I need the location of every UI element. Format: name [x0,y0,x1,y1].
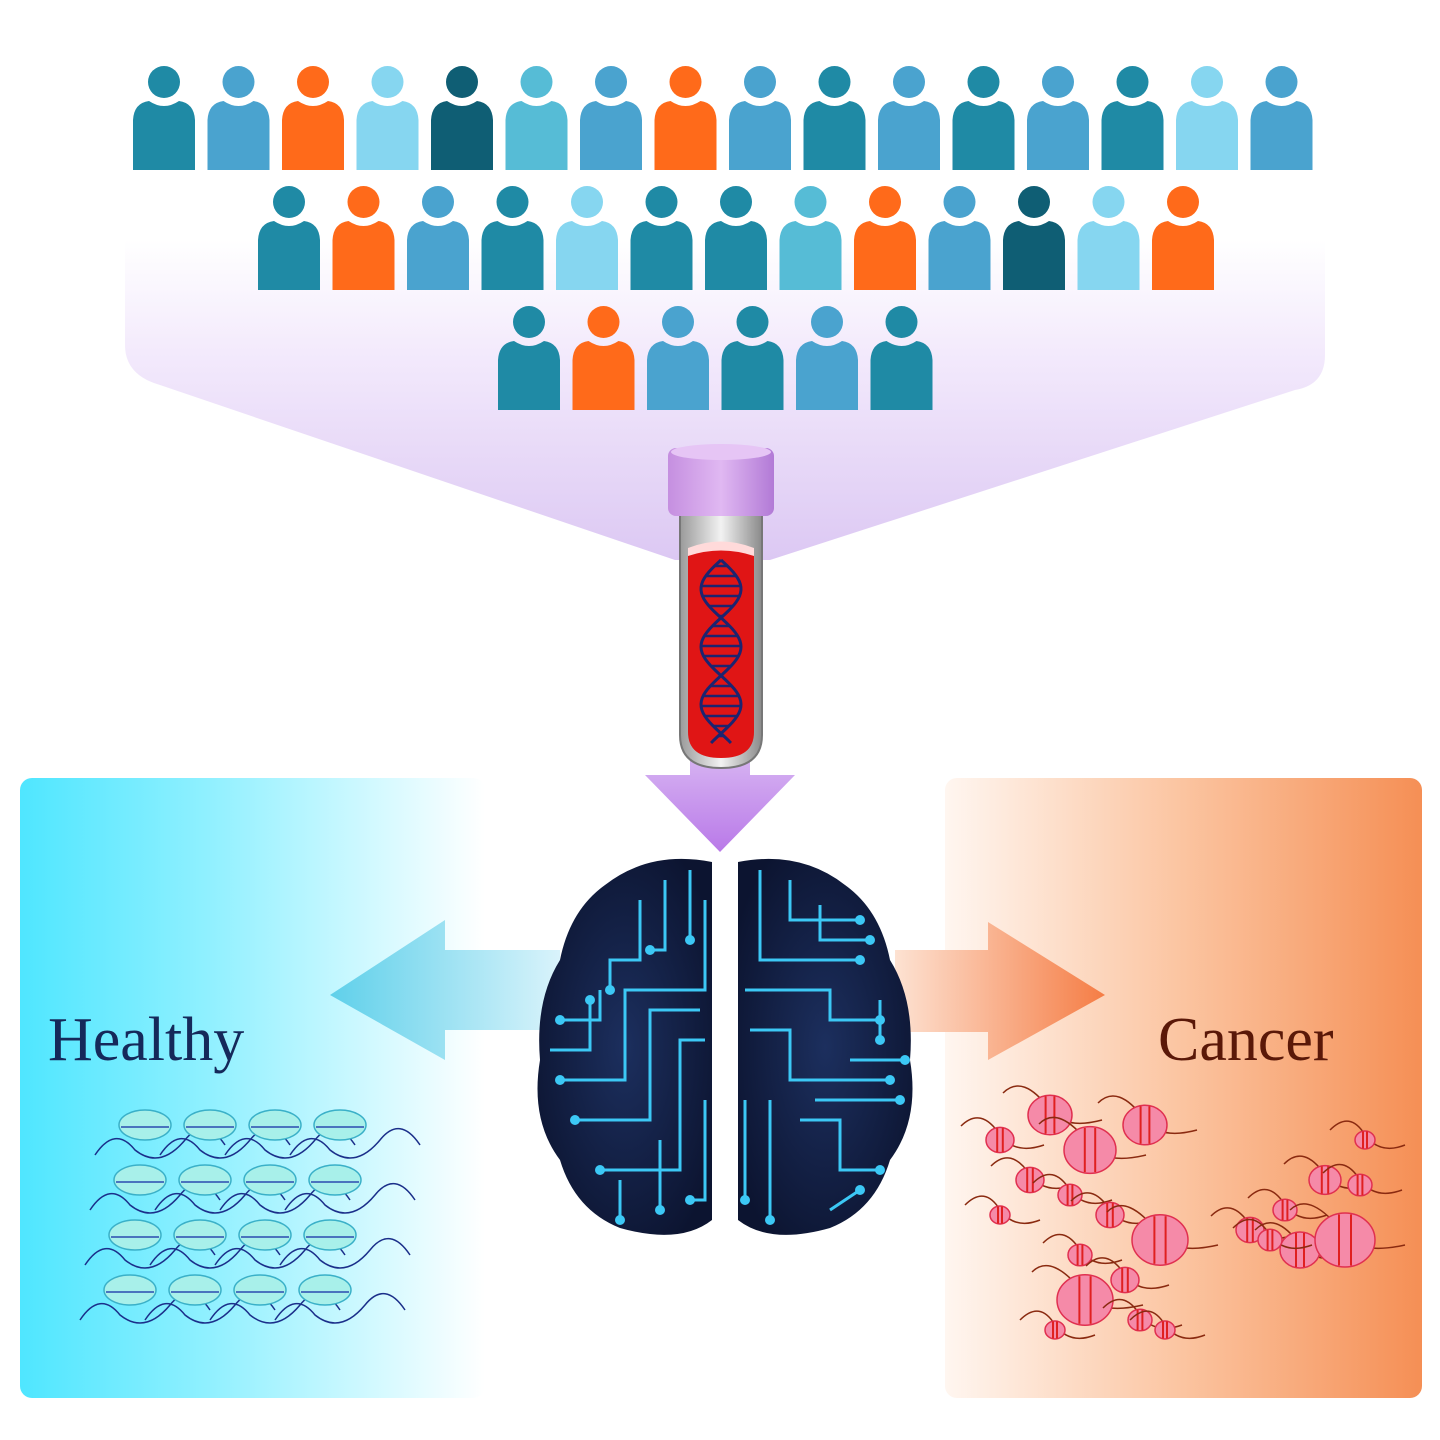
person-icon [207,66,270,170]
nucleosome-icon [298,1274,352,1306]
person-icon [647,306,709,410]
person-icon [1027,66,1089,170]
nucleosome-icon [1095,1201,1125,1229]
nucleosome-icon [1122,1104,1168,1146]
nucleosome-icon [1044,1320,1066,1340]
nucleosome-icon [1347,1173,1373,1197]
nucleosome-icon [1110,1266,1140,1294]
person-icon [870,306,933,410]
nucleosome-icon [1154,1320,1176,1340]
dna-icon [699,558,743,745]
nucleosome-icon [233,1274,287,1306]
nucleosome-icon [1027,1094,1073,1136]
nucleosome-icon [1308,1164,1342,1196]
nucleosome-icon [168,1274,222,1306]
person-icon [928,186,991,290]
person-icon [481,186,544,290]
healthy-arrow [330,920,560,1060]
nucleosome-icon [1127,1308,1153,1332]
person-icon [803,66,866,170]
test-tube-icon [668,444,774,770]
person-icon [1152,186,1214,290]
nucleosome-icon [183,1109,237,1141]
person-icon [431,66,493,170]
healthy-label: Healthy [48,1006,245,1074]
nucleosome-icon [1279,1231,1321,1269]
nucleosome-icon [108,1219,162,1251]
nucleosome-icon [1257,1228,1283,1252]
person-icon [654,66,717,170]
brain-ai-icon [537,858,913,1235]
person-icon [729,66,791,170]
nucleosome-icon [308,1164,362,1196]
cancer-panel [945,778,1422,1398]
nucleosome-icon [248,1109,302,1141]
person-icon [1003,186,1065,290]
nucleosome-icon [103,1274,157,1306]
nucleosome-icon [1015,1166,1045,1194]
nucleosome-icon [985,1126,1015,1154]
person-icon [952,66,1015,170]
population [133,66,1313,410]
cancer-label: Cancer [1158,1006,1334,1074]
nucleosome-icon [113,1164,167,1196]
person-icon [407,186,469,290]
person-icon [705,186,767,290]
nucleosome-icon [1272,1198,1298,1222]
healthy-chromatin [79,1109,421,1324]
person-icon [556,186,618,290]
person-icon [133,66,195,170]
person-icon [1077,186,1140,290]
person-icon [854,186,916,290]
nucleosome-icon [1354,1130,1376,1150]
person-icon [630,186,693,290]
nucleosome-icon [989,1205,1011,1225]
nucleosome-icon [313,1109,367,1141]
person-icon [878,66,940,170]
person-icon [580,66,642,170]
down-arrow [645,700,795,852]
person-icon [356,66,419,170]
cancer-chromatin [960,1085,1406,1340]
nucleosome-icon [1057,1183,1083,1207]
person-icon [796,306,858,410]
person-icon [258,186,320,290]
person-icon [498,306,560,410]
nucleosome-icon [1063,1125,1117,1175]
person-icon [282,66,344,170]
nucleosome-icon [178,1164,232,1196]
person-icon [332,186,395,290]
person-icon [1101,66,1164,170]
nucleosome-icon [1067,1243,1093,1267]
nucleosome-icon [238,1219,292,1251]
nucleosome-icon [303,1219,357,1251]
nucleosome-icon [1314,1212,1376,1268]
nucleosome-icon [1131,1214,1189,1266]
nucleosome-icon [1056,1274,1114,1326]
cancer-arrow [895,922,1105,1060]
person-icon [572,306,635,410]
person-icon [779,186,842,290]
nucleosome-icon [243,1164,297,1196]
person-icon [505,66,568,170]
nucleosome-icon [173,1219,227,1251]
nucleosome-icon [118,1109,172,1141]
person-icon [1176,66,1238,170]
person-icon [1250,66,1313,170]
person-icon [721,306,784,410]
